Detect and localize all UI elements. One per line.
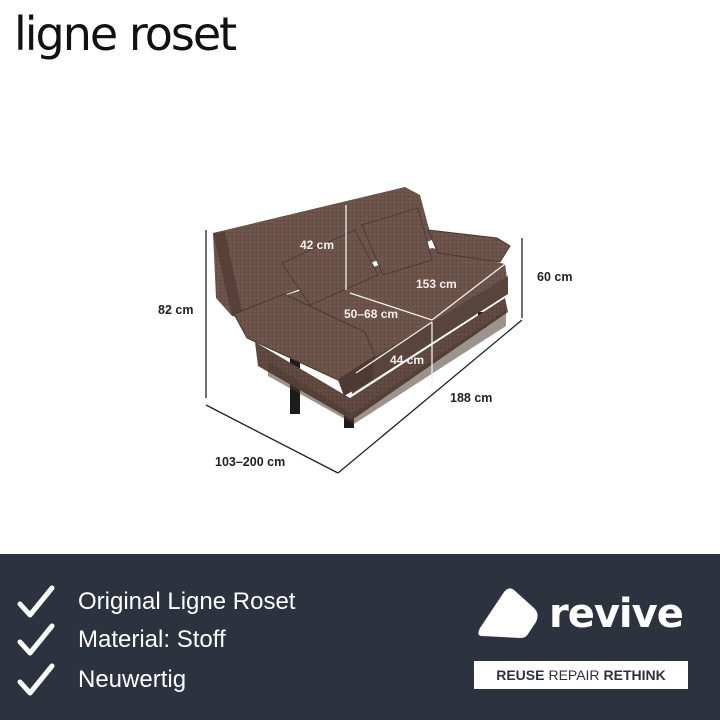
- info-footer: Original Ligne Roset Material: Stoff Neu…: [0, 554, 720, 720]
- checkmark-icon: [17, 623, 55, 656]
- brand-logo: ligne roset: [14, 7, 237, 61]
- feature-item: Material: Stoff: [16, 620, 226, 660]
- revive-tagline: REUSE REPAIR RETHINK: [474, 661, 688, 689]
- seat-height-label: 44 cm: [390, 353, 425, 367]
- total-height-label: 82 cm: [158, 303, 194, 317]
- seat-width-label: 153 cm: [416, 277, 457, 291]
- feature-item: Neuwertig: [16, 660, 186, 700]
- total-width-label: 188 cm: [450, 391, 493, 405]
- tagline-rethink: RETHINK: [603, 667, 666, 683]
- total-depth-label: 103–200 cm: [215, 455, 286, 469]
- seat-depth-label: 50–68 cm: [344, 307, 399, 321]
- feature-label: Neuwertig: [78, 666, 187, 693]
- product-image: 42 cm 153 cm 50–68 cm 44 cm 82 cm 60 cm …: [0, 80, 720, 550]
- arm-height-label: 60 cm: [537, 270, 573, 284]
- revive-logo-icon: [478, 588, 538, 638]
- feature-label: Original Ligne Roset: [78, 588, 296, 615]
- tagline-repair: REPAIR: [548, 667, 600, 683]
- tagline-reuse: REUSE: [496, 667, 545, 683]
- checkmark-icon: [17, 663, 55, 696]
- checkmark-icon: [17, 585, 55, 618]
- revive-wordmark: revive: [549, 591, 684, 637]
- backrest-height-label: 42 cm: [300, 238, 335, 252]
- feature-label: Material: Stoff: [78, 626, 226, 653]
- sofa-illustration: [205, 187, 523, 474]
- feature-item: Original Ligne Roset: [16, 582, 295, 622]
